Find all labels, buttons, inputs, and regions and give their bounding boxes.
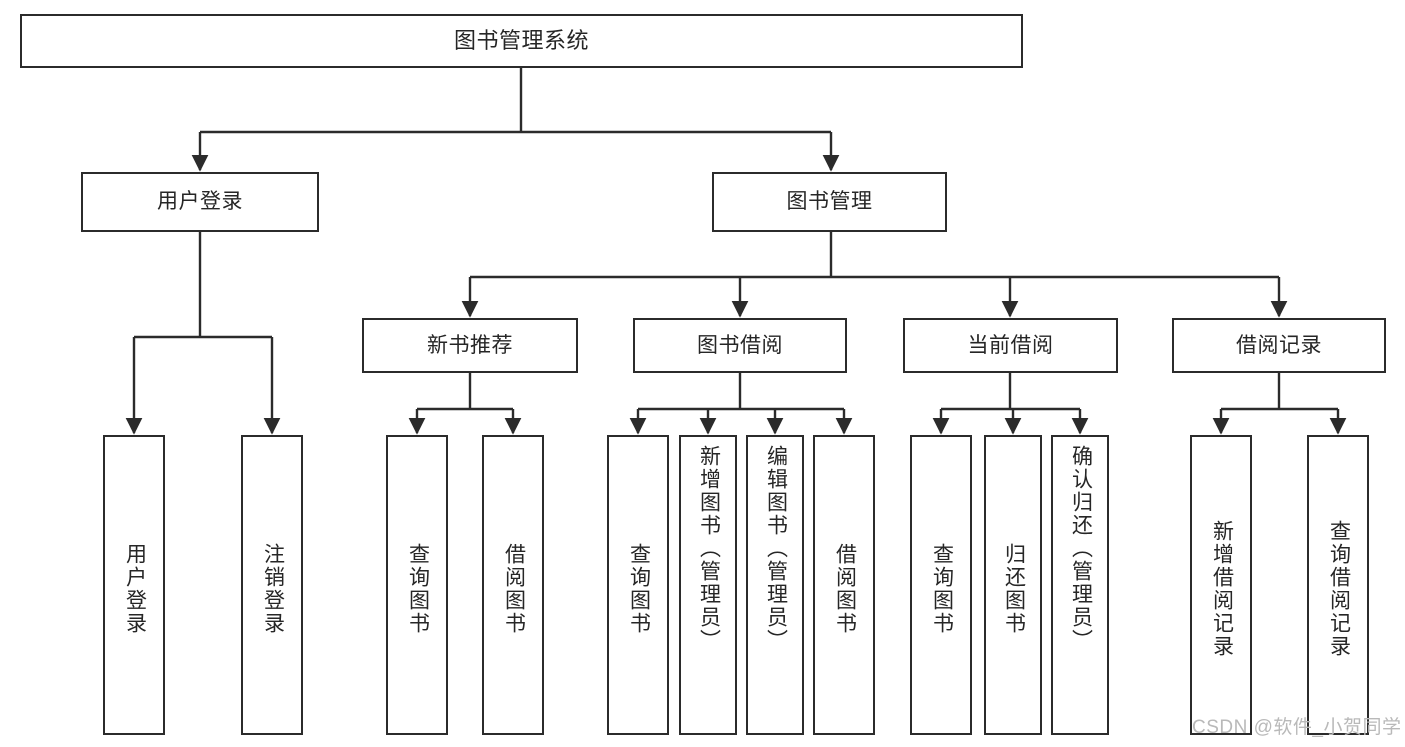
node-label: 新增借阅记录 — [1210, 520, 1234, 658]
node-label: 确认归还（管理员） — [1069, 445, 1093, 652]
leaf-node-edit-book-admin[interactable]: 编辑图书（管理员） — [746, 435, 804, 735]
leaf-node-borrow-book-recommend[interactable]: 借阅图书 — [482, 435, 544, 735]
node-label: 新增图书（管理员） — [697, 445, 721, 652]
node-new-book-recommend[interactable]: 新书推荐 — [362, 318, 578, 373]
node-label: 用户登录 — [157, 190, 243, 214]
leaf-node-add-borrow-record[interactable]: 新增借阅记录 — [1190, 435, 1252, 735]
node-label: 图书管理系统 — [453, 27, 589, 53]
leaf-node-query-book-recommend[interactable]: 查询图书 — [386, 435, 448, 735]
leaf-node-confirm-return-admin[interactable]: 确认归还（管理员） — [1051, 435, 1109, 735]
node-root-book-management-system[interactable]: 图书管理系统 — [20, 14, 1023, 68]
leaf-node-logout[interactable]: 注销登录 — [241, 435, 303, 735]
leaf-node-borrow-book[interactable]: 借阅图书 — [813, 435, 875, 735]
node-borrow-record[interactable]: 借阅记录 — [1172, 318, 1386, 373]
node-label: 图书管理 — [786, 190, 873, 214]
leaf-node-user-login[interactable]: 用户登录 — [103, 435, 165, 735]
node-label: 编辑图书（管理员） — [764, 445, 788, 652]
node-label: 图书借阅 — [697, 333, 783, 357]
watermark-text: CSDN @软件_小贺同学 — [1192, 717, 1402, 738]
node-label: 注销登录 — [261, 543, 285, 635]
leaf-node-query-book-current[interactable]: 查询图书 — [910, 435, 972, 735]
leaf-node-add-book-admin[interactable]: 新增图书（管理员） — [679, 435, 737, 735]
node-label: 查询图书 — [406, 543, 430, 635]
node-label: 当前借阅 — [967, 333, 1054, 357]
node-label: 查询图书 — [627, 543, 651, 635]
node-book-borrow[interactable]: 图书借阅 — [633, 318, 847, 373]
node-book-management[interactable]: 图书管理 — [712, 172, 947, 232]
node-label: 借阅图书 — [502, 543, 526, 635]
node-label: 借阅图书 — [833, 543, 857, 635]
node-label: 借阅记录 — [1236, 333, 1322, 357]
node-user-login[interactable]: 用户登录 — [81, 172, 319, 232]
node-label: 查询借阅记录 — [1327, 520, 1351, 658]
node-current-borrow[interactable]: 当前借阅 — [903, 318, 1118, 373]
node-label: 查询图书 — [930, 543, 954, 635]
node-label: 归还图书 — [1002, 543, 1026, 635]
leaf-node-return-book[interactable]: 归还图书 — [984, 435, 1042, 735]
node-label: 新书推荐 — [427, 333, 513, 357]
leaf-node-query-book-borrow[interactable]: 查询图书 — [607, 435, 669, 735]
leaf-node-query-borrow-record[interactable]: 查询借阅记录 — [1307, 435, 1369, 735]
node-label: 用户登录 — [123, 543, 147, 635]
